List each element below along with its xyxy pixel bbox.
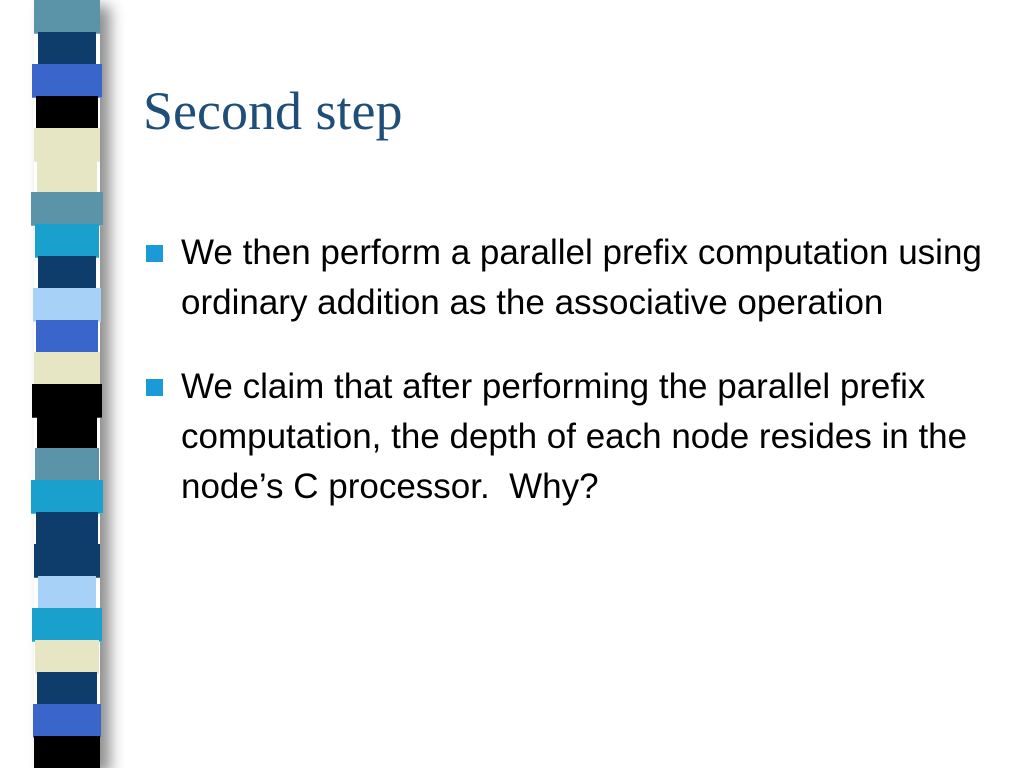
decorative-stripe: [34, 128, 100, 162]
decorative-stripe: [36, 320, 98, 354]
decorative-stripe: [32, 608, 102, 642]
bullet-item: We claim that after performing the paral…: [143, 362, 993, 512]
decorative-stripe: [34, 544, 100, 578]
slide-title: Second step: [143, 81, 403, 141]
decorative-stripe: [34, 352, 100, 386]
bullet-item: We then perform a parallel prefix comput…: [143, 228, 993, 328]
decorative-stripe: [31, 480, 103, 514]
decorative-stripe: [36, 96, 98, 130]
bullet-text: We claim that after performing the paral…: [181, 367, 977, 506]
decorative-stripe: [36, 512, 98, 546]
decorative-stripe-bar: [31, 0, 103, 768]
bullet-text: We then perform a parallel prefix comput…: [181, 233, 992, 322]
square-bullet-icon: [146, 245, 163, 262]
decorative-stripe: [33, 704, 101, 738]
decorative-stripe: [38, 576, 96, 610]
decorative-stripe: [35, 640, 99, 674]
decorative-stripe: [33, 288, 101, 322]
decorative-stripe: [34, 0, 100, 34]
decorative-stripe: [37, 416, 97, 450]
decorative-stripe: [32, 64, 102, 98]
decorative-stripe: [35, 448, 99, 482]
decorative-stripe: [34, 736, 100, 768]
decorative-stripe: [35, 224, 99, 258]
decorative-stripe: [32, 384, 102, 418]
decorative-stripe: [38, 256, 96, 290]
decorative-stripe: [38, 32, 96, 66]
decorative-stripe: [37, 672, 97, 706]
bullet-list: We then perform a parallel prefix comput…: [143, 228, 993, 546]
decorative-stripe: [31, 192, 103, 226]
decorative-stripe: [37, 160, 97, 194]
square-bullet-icon: [146, 379, 163, 396]
